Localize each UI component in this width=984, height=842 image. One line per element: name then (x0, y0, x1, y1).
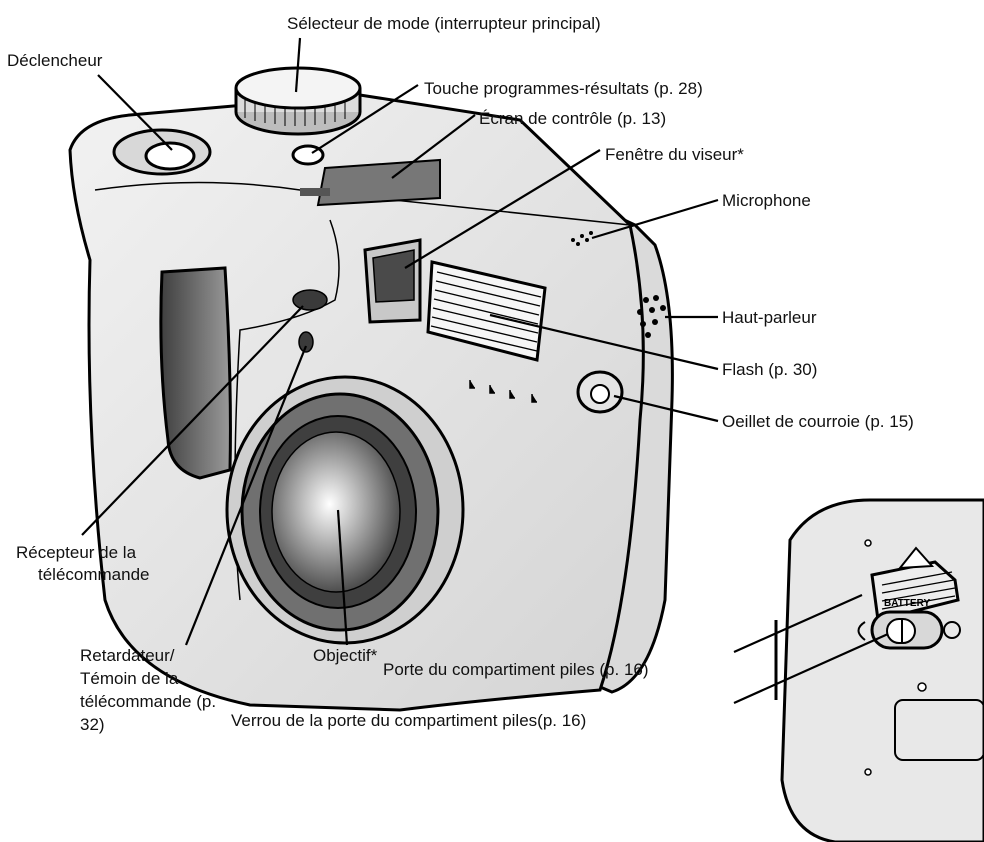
label-self-timer-1: Retardateur/ (80, 646, 175, 665)
label-self-timer-2: Témoin de la (80, 669, 179, 688)
camera-top-edge (94, 181, 631, 226)
label-flash: Flash (p. 30) (722, 360, 817, 379)
control-panel-lcd (316, 158, 441, 207)
self-timer-lamp (298, 331, 314, 353)
label-remote-receiver-2: télécommande (38, 565, 150, 584)
label-microphone: Microphone (722, 191, 811, 210)
battery-lock-slider[interactable] (870, 610, 944, 650)
camera-grip (159, 266, 232, 480)
label-mode-dial: Sélecteur de mode (interrupteur principa… (287, 14, 601, 33)
label-programs-key: Touche programmes-résultats (p. 28) (424, 79, 703, 98)
microphone-holes (571, 231, 593, 246)
leader-lines (81, 37, 889, 705)
viewfinder-window (363, 238, 422, 324)
label-battery-lock: Verrou de la porte du compartiment piles… (231, 711, 586, 730)
lock-symbol (943, 621, 961, 639)
flash-window (426, 260, 547, 362)
mode-dial[interactable] (234, 66, 362, 136)
zoom-ticks (469, 380, 537, 403)
label-shutter: Déclencheur (7, 51, 103, 70)
battery-inset-body (780, 498, 984, 842)
remote-receiver (292, 289, 328, 311)
label-self-timer-3: télécommande (p. (80, 692, 216, 711)
battery-inset: BATTERY (774, 498, 984, 842)
label-strap-eyelet: Oeillet de courroie (p. 15) (722, 412, 914, 431)
label-self-timer-4: 32) (80, 715, 105, 734)
camera-front (68, 66, 674, 712)
speaker-holes (637, 295, 666, 338)
label-remote-receiver-1: Récepteur de la (16, 543, 137, 562)
label-speaker: Haut-parleur (722, 308, 817, 327)
label-lens: Objectif* (313, 646, 378, 665)
strap-eyelet (576, 370, 624, 414)
label-viewfinder: Fenêtre du viseur* (605, 145, 744, 164)
callout-labels: Sélecteur de mode (interrupteur principa… (7, 14, 914, 734)
label-battery-door: Porte du compartiment piles (p. 16) (383, 660, 649, 679)
shutter-button[interactable] (112, 128, 212, 176)
battery-marking: BATTERY (884, 598, 930, 609)
unlock-symbol (857, 621, 866, 641)
lcd-mark (300, 188, 330, 196)
label-control-panel: Écran de contrôle (p. 13) (479, 109, 666, 128)
